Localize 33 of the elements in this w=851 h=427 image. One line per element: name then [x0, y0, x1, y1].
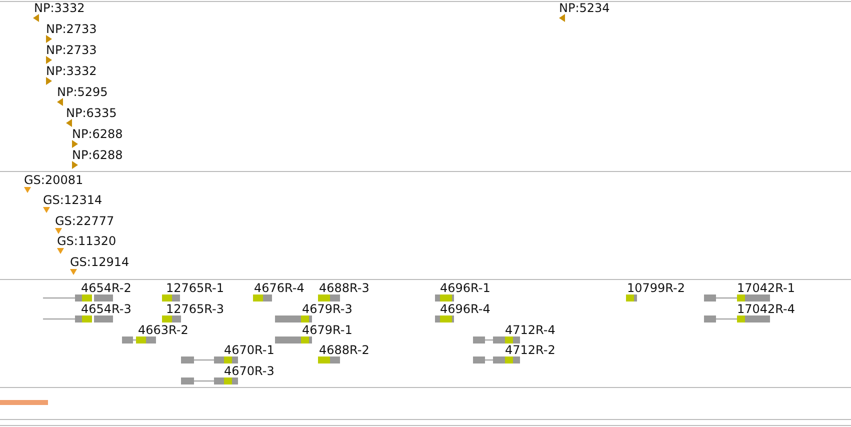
feature-label: 4670R-1 [224, 343, 274, 357]
feature-label: 4676R-4 [254, 281, 304, 295]
feature-label: GS:11320 [57, 234, 116, 248]
feature-label: GS:22777 [55, 214, 114, 228]
feature-label: NP:3332 [34, 1, 85, 15]
feature-label: NP:2733 [46, 43, 97, 57]
feature-label: NP:2733 [46, 22, 97, 36]
feature-label: 4688R-2 [319, 343, 370, 357]
feature-label: 4679R-1 [302, 323, 352, 337]
feature-label: NP:5234 [559, 1, 610, 15]
feature-label: GS:20081 [24, 173, 84, 187]
feature-label: GS:12914 [70, 255, 130, 269]
feature-label: 17042R-1 [737, 281, 795, 295]
feature-label: 4663R-2 [138, 323, 188, 337]
feature-label: NP:3332 [46, 64, 97, 78]
feature-label: 4688R-3 [319, 281, 370, 295]
feature-label: NP:6335 [66, 106, 117, 120]
feature-label: 17042R-4 [737, 302, 795, 316]
feature-label: NP:6288 [72, 148, 123, 162]
feature-label: 12765R-1 [166, 281, 224, 295]
feature-label: 4654R-2 [81, 281, 132, 295]
feature-label: NP:6288 [72, 127, 123, 141]
feature-label: GS:12314 [43, 193, 102, 207]
feature-label: 4696R-4 [440, 302, 490, 316]
feature-label: 12765R-3 [166, 302, 224, 316]
feature-label: 4670R-3 [224, 364, 274, 378]
feature-label: 4712R-2 [505, 343, 556, 357]
feature-label: NP:5295 [57, 85, 108, 99]
feature-label: 4696R-1 [440, 281, 490, 295]
feature-label: 4712R-4 [505, 323, 556, 337]
feature-label: 4679R-3 [302, 302, 352, 316]
feature-label: 10799R-2 [627, 281, 685, 295]
feature-label: 4654R-3 [81, 302, 132, 316]
